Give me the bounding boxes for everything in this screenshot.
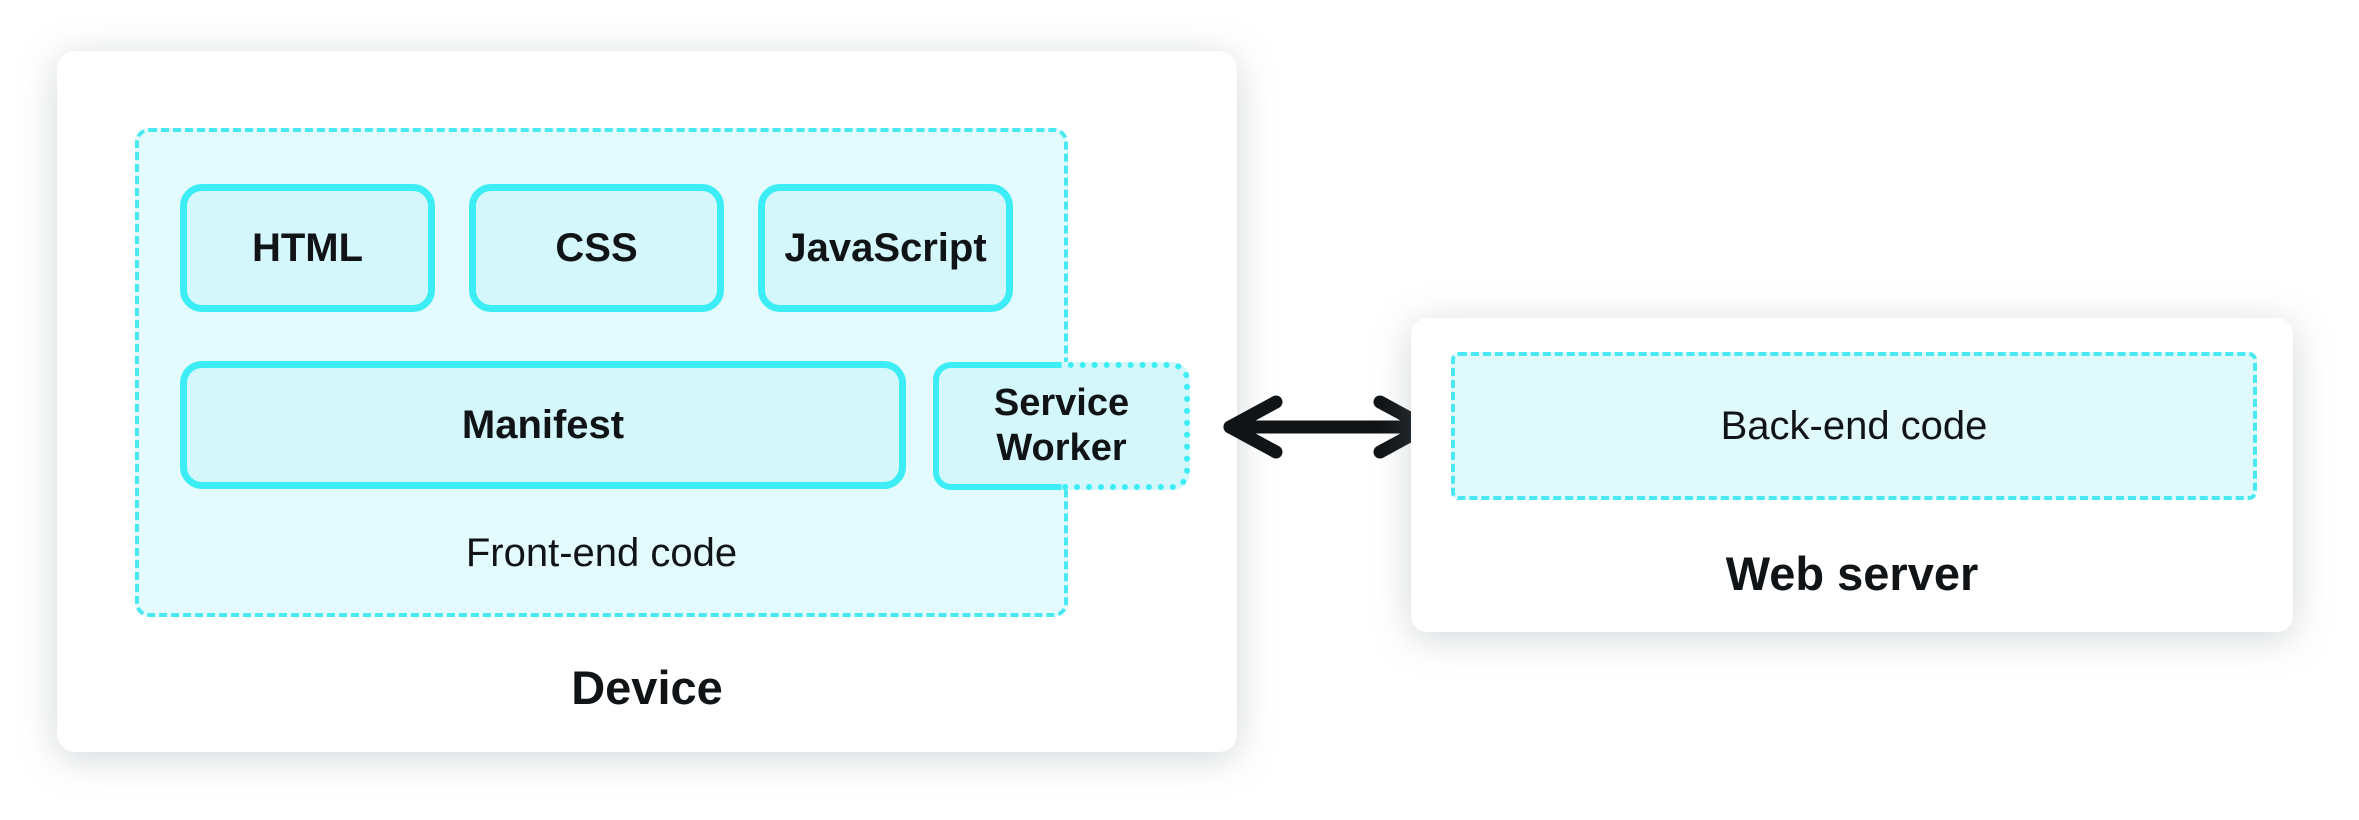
javascript-box-label: JavaScript xyxy=(784,226,987,270)
manifest-box-label: Manifest xyxy=(461,403,625,447)
backend-code-label: Back-end code xyxy=(1720,403,1988,448)
web-server-card: Back-end code Web server xyxy=(1411,318,2293,632)
service-worker-box-label: Service Worker xyxy=(993,382,1130,469)
device-card: HTML CSS JavaScript Manifest Service Wor… xyxy=(57,51,1237,752)
frontend-code-label: Front-end code xyxy=(465,531,738,575)
device-label: Device xyxy=(571,661,723,714)
service-worker-box: Service Worker xyxy=(933,362,1190,490)
html-box: HTML xyxy=(180,184,435,312)
manifest-box: Manifest xyxy=(180,361,906,489)
web-server-label: Web server xyxy=(1725,547,1979,600)
javascript-box: JavaScript xyxy=(758,184,1013,312)
device-server-connection xyxy=(1218,393,1438,461)
css-box-label: CSS xyxy=(555,226,638,270)
backend-code-box: Back-end code xyxy=(1451,352,2257,500)
html-box-label: HTML xyxy=(251,226,364,270)
css-box: CSS xyxy=(469,184,724,312)
double-headed-arrow-icon xyxy=(1223,395,1433,459)
frontend-code-container: HTML CSS JavaScript Manifest Service Wor… xyxy=(135,128,1190,617)
